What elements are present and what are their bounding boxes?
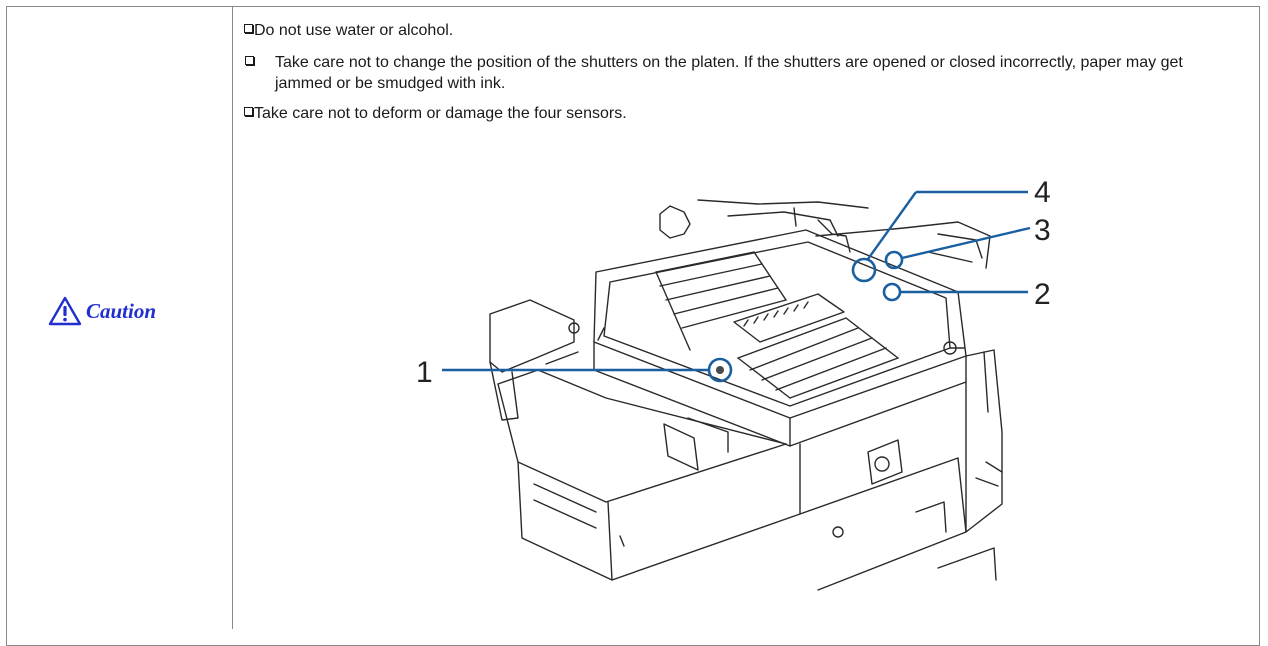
caution-label: Caution bbox=[86, 298, 157, 323]
caution-block: Caution bbox=[48, 296, 156, 326]
note-item: Take care not to change the position of … bbox=[244, 52, 1244, 94]
callout-3: 3 bbox=[1034, 214, 1051, 247]
note-item: Take care not to deform or damage the fo… bbox=[244, 103, 1244, 124]
note-text: Do not use water or alcohol. bbox=[254, 22, 454, 39]
callout-4: 4 bbox=[1034, 176, 1051, 209]
checkbox-bullet-icon bbox=[245, 55, 255, 67]
callout-2: 2 bbox=[1034, 278, 1051, 311]
column-divider bbox=[232, 6, 233, 629]
checkbox-bullet-icon bbox=[244, 23, 254, 35]
checkbox-bullet-icon bbox=[244, 106, 254, 118]
note-text: Take care not to change the position of … bbox=[275, 54, 1183, 92]
note-item: Do not use water or alcohol. bbox=[244, 20, 1244, 41]
printer-platen-illustration: 1 2 3 4 bbox=[416, 176, 1051, 591]
callout-1: 1 bbox=[416, 356, 433, 389]
caution-notes: Do not use water or alcohol. Take care n… bbox=[244, 20, 1244, 124]
warning-triangle-icon bbox=[48, 296, 82, 326]
note-text: Take care not to deform or damage the fo… bbox=[254, 105, 627, 122]
